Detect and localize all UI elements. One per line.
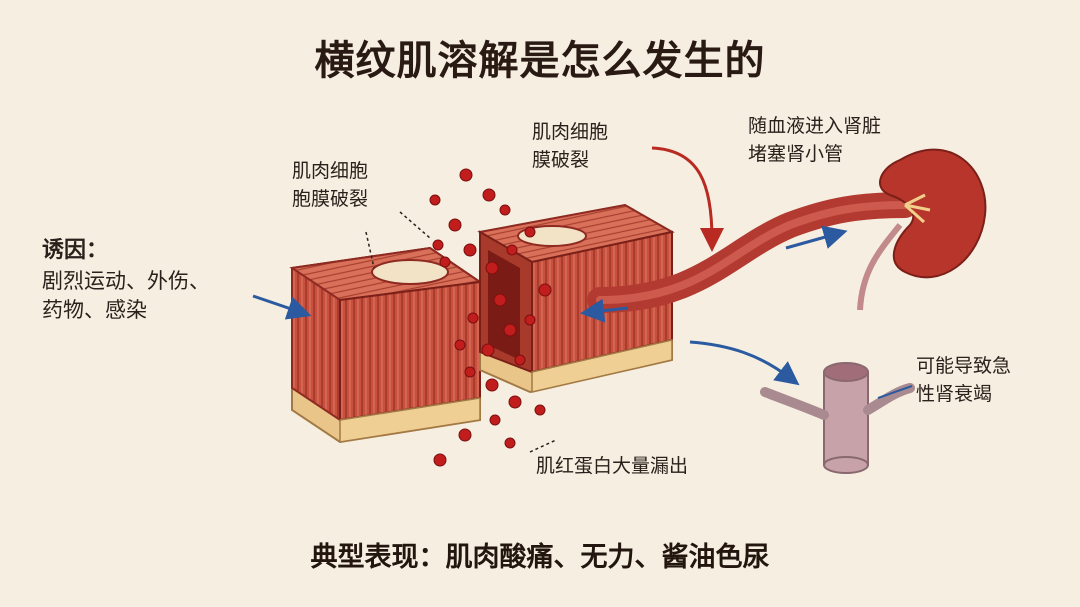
left-rupture-leader bbox=[365, 231, 375, 269]
renal-tubule-icon bbox=[760, 362, 915, 474]
kidney-label: 随血液进入肾脏 堵塞肾小管 bbox=[748, 115, 882, 165]
cause-arrow bbox=[252, 294, 312, 320]
leak-arrow bbox=[580, 298, 629, 323]
rupture-arrow bbox=[651, 146, 724, 252]
kidney-failure-label: 可能导致急 性肾衰竭 bbox=[916, 355, 1012, 405]
kidney-icon bbox=[857, 148, 987, 311]
muscle-block-left-icon bbox=[289, 246, 483, 444]
page-title: 横纹肌溶解是怎么发生的 bbox=[314, 38, 766, 84]
flow-arrow bbox=[785, 225, 848, 250]
cause-heading: 诱因： bbox=[42, 238, 109, 263]
myoglobin-leader bbox=[529, 439, 557, 453]
cause-body: 剧烈运动、外伤、 药物、感染 bbox=[42, 269, 210, 322]
left-rupture-label: 肌肉细胞 胞膜破裂 bbox=[292, 160, 369, 210]
top-rupture-label: 肌肉细胞 膜破裂 bbox=[532, 121, 609, 171]
left-rupture-leader-2 bbox=[399, 211, 431, 239]
failure-pointer bbox=[877, 385, 913, 399]
tubule-arrow bbox=[689, 340, 800, 386]
summary-text: 典型表现：肌肉酸痛、无力、酱油色尿 bbox=[310, 542, 770, 573]
red-blood-cell-icon bbox=[429, 168, 552, 467]
myoglobin-label: 肌红蛋白大量漏出 bbox=[536, 455, 689, 477]
